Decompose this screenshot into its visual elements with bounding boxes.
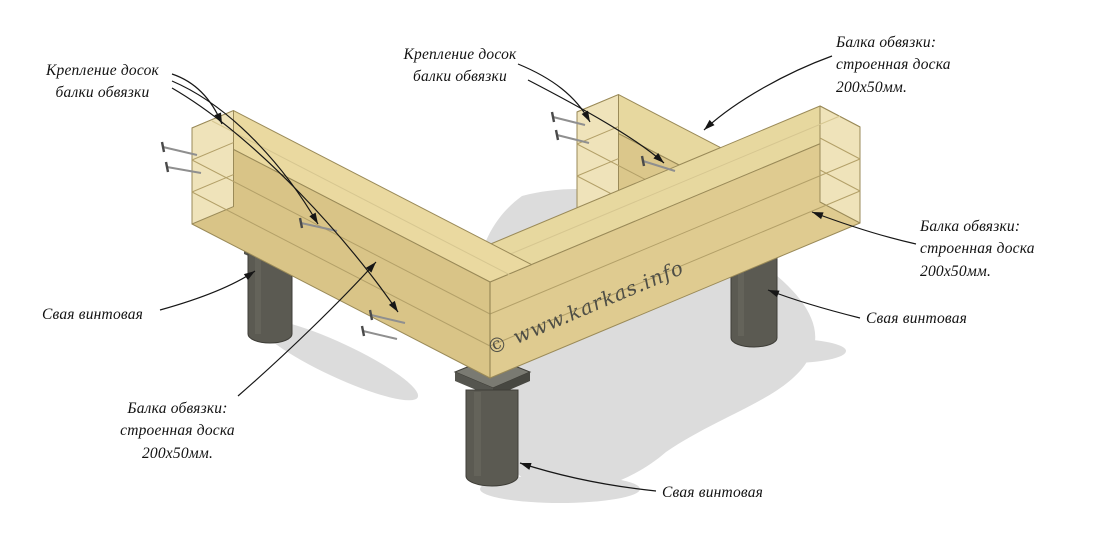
leader-line	[519, 462, 657, 492]
screw-shafts	[162, 116, 676, 340]
leader-line	[171, 80, 319, 225]
label-line: Крепление досок	[403, 46, 517, 63]
leader-line	[237, 261, 377, 397]
label-line: 200х50мм.	[836, 78, 908, 96]
pile-shaft	[465, 389, 519, 487]
label-beam-bottom-left: Балка обвязки: строенная доска 200х50мм.	[95, 398, 260, 465]
leader-arrowheads	[214, 110, 824, 470]
leader-line	[703, 55, 833, 131]
leader-lines	[159, 55, 917, 492]
wood-grain	[211, 120, 511, 276]
leader-line	[527, 79, 665, 164]
label-line: 200х50мм.	[920, 262, 992, 280]
label-line: 200х50мм.	[141, 444, 214, 462]
leader-line	[171, 87, 399, 313]
wood-grain	[469, 115, 841, 272]
label-line: Крепление досок	[46, 62, 159, 79]
label-line: строенная доска	[836, 56, 951, 74]
leader-line	[159, 270, 256, 311]
label-line: Свая винтовая	[662, 484, 764, 501]
label-pile-left: Свая винтовая	[42, 304, 167, 326]
label-line: Свая винтовая	[42, 306, 144, 323]
label-line: Балка обвязки:	[920, 218, 1021, 235]
board-seams	[191, 142, 491, 347]
label-line: строенная доска	[120, 422, 235, 440]
label-pile-right: Свая винтовая	[866, 308, 991, 330]
label-line: Балка обвязки:	[836, 34, 937, 51]
label-fastening-left: Крепление досок балки обвязки	[35, 60, 170, 105]
screw-heads	[160, 111, 646, 337]
label-line: Свая винтовая	[866, 310, 968, 327]
beam-right-arm	[449, 105, 861, 379]
label-pile-front: Свая винтовая	[662, 482, 787, 504]
label-fastening-top: Крепление досок балки обвязки	[390, 44, 530, 89]
label-line: Балка обвязки:	[127, 400, 228, 417]
beam-left-arm	[191, 110, 532, 379]
board-seams	[489, 137, 861, 347]
label-beam-top-right: Балка обвязки: строенная доска 200х50мм.	[836, 32, 996, 99]
strapping-beam	[191, 94, 861, 379]
label-line: балки обвязки	[55, 84, 150, 102]
label-line: строенная доска	[920, 240, 1035, 258]
leader-line	[811, 211, 917, 245]
label-beam-right: Балка обвязки: строенная доска 200х50мм.	[920, 216, 1080, 283]
fastening-screws	[160, 111, 676, 340]
label-line: балки обвязки	[413, 68, 507, 86]
